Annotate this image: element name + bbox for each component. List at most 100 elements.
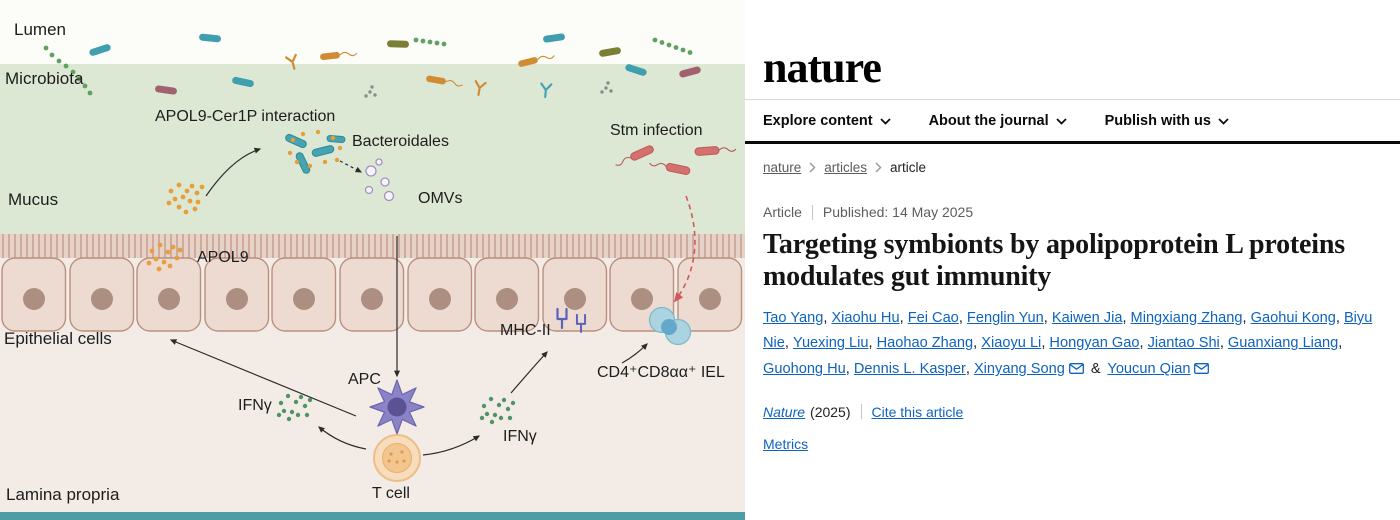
author-link[interactable]: Haohao Zhang [877,335,982,351]
omv-vesicles [364,158,395,202]
arrow-label-to-iel [621,343,648,364]
nav-about-the-journal-label: About the journal [928,112,1049,129]
author-link[interactable]: Tao Yang [763,310,831,326]
label-apol9: APOL9 [197,249,249,266]
chevron-down-icon [879,118,891,125]
author-ampersand: & [1090,361,1101,378]
author-link[interactable]: Xiaoyu Li [981,335,1049,351]
breadcrumb-articles[interactable]: articles [824,160,868,175]
author-link[interactable]: Xinyang Song [973,361,1065,378]
ifng-dots-left [276,393,313,422]
nav-about-the-journal[interactable]: About the journal [929,113,1067,129]
label-mhc2: MHC-II [500,322,551,339]
email-icon[interactable] [1068,363,1084,375]
iel-cell [648,306,692,346]
masthead: nature [745,0,1400,100]
microbe-dot-clusters [364,81,613,98]
label-t-cell: T cell [372,485,410,502]
author-link[interactable]: Hongyan Gao [1049,335,1147,351]
teal-rod-bacteria [89,33,647,88]
citation-row: Nature (2025) Cite this article [763,404,1384,420]
nature-logo[interactable]: nature [763,43,882,92]
nav-publish-with-us-label: Publish with us [1104,112,1211,129]
article-meta: Article Published: 14 May 2025 [763,204,1384,220]
bacteroidales-cluster [285,129,346,174]
apc-cell [369,379,425,435]
arrow-tcell-to-ifng-left [318,426,367,450]
epithelial-cell-row [1,257,743,332]
t-cell [373,434,421,482]
chevron-down-icon [1218,118,1229,125]
metrics-link[interactable]: Metrics [763,435,809,452]
mucus-region [0,64,745,234]
nav-publish-with-us[interactable]: Publish with us [1105,113,1229,129]
author-link[interactable]: Fei Cao [908,310,967,326]
apol9-dot-cluster-mid [166,182,205,215]
journal-year: (2025) [810,403,851,420]
author-link[interactable]: Dennis L. Kasper [854,361,974,377]
author-link[interactable]: Gaohui Kong [1251,310,1344,326]
arrow-tcell-to-ifng-right [422,435,481,456]
author-link[interactable]: Yuexing Liu [793,335,877,351]
journal-link[interactable]: Nature [763,403,806,420]
author-link[interactable]: Kaiwen Jia [1052,310,1131,326]
article-title: Targeting symbionts by apolipoprotein L … [763,229,1345,292]
author-link[interactable]: Fenglin Yun [967,310,1052,326]
author-link[interactable]: Biyu Nie [763,310,1372,352]
label-apol9-cer1p: APOL9-Cer1P interaction [155,108,336,125]
arrow-stm-to-iel [673,195,696,303]
author-link[interactable]: Jiantao Shi [1148,335,1228,351]
label-ifng-right: IFNγ [503,428,537,445]
label-ifng-left: IFNγ [238,397,272,414]
author-list: Tao YangXiaohu HuFei CaoFenglin YunKaiwe… [763,306,1384,383]
stm-bacteria [615,145,737,175]
breadcrumb-nature[interactable]: nature [763,160,802,175]
branched-bacteria [285,53,553,99]
orange-flagellated-bacteria [320,51,555,87]
meta-divider [811,204,813,220]
label-omvs: OMVs [418,190,463,207]
chevron-right-icon [809,162,816,173]
label-mucus: Mucus [8,190,59,209]
citation-divider [860,404,862,420]
nav-explore-content[interactable]: Explore content [763,113,891,129]
metrics-row: Metrics [763,436,1384,452]
top-nav: Explore content About the journal Publis… [745,100,1400,144]
apol9-dot-cluster-brush [146,242,183,272]
chevron-right-icon [875,162,882,173]
author-link[interactable]: Mingxiang Zhang [1131,310,1251,326]
label-iel: CD4⁺CD8αα⁺ IEL [597,364,725,381]
breadcrumb-article: article [890,160,927,175]
label-lumen: Lumen [14,20,66,39]
article-type-label: Article [763,204,802,220]
author-link[interactable]: Guanxiang Liang [1228,335,1346,351]
label-lamina-propria: Lamina propria [6,485,120,504]
mhc2-receptor-icons [556,307,587,333]
ifng-dots-right [479,396,516,425]
chevron-down-icon [1055,118,1067,125]
olive-rod-bacteria [387,40,621,57]
figure-arrows [169,147,696,456]
lumen-region [0,0,745,64]
published-date: Published: 14 May 2025 [822,204,974,220]
maroon-rod-bacteria [155,66,701,95]
arrow-ifng-to-mhc2 [510,351,548,394]
label-stm-infection: Stm infection [610,122,703,139]
microbiota-bacteria [43,33,701,99]
label-epithelial-cells: Epithelial cells [4,329,112,348]
cite-this-article-link[interactable]: Cite this article [871,403,964,420]
bottom-accent-strip [0,512,745,520]
label-apc: APC [348,371,381,388]
arrow-apol9-to-bacteroidales [205,147,262,197]
author-link[interactable]: Youcun Qian [1107,361,1191,378]
label-microbiota: Microbiota [5,69,84,88]
author-link[interactable]: Xiaohu Hu [831,310,907,326]
author-link[interactable]: Guohong Hu [763,361,854,377]
article-content: nature articles article Article Publishe… [745,160,1400,452]
arrow-apc-to-epithelium [169,339,357,417]
article-page: nature Explore content About the journal… [745,0,1400,520]
brush-border [0,234,745,258]
email-icon[interactable] [1194,363,1210,375]
figure-panel: Lumen Microbiota APOL9-Cer1P interaction… [0,0,745,520]
